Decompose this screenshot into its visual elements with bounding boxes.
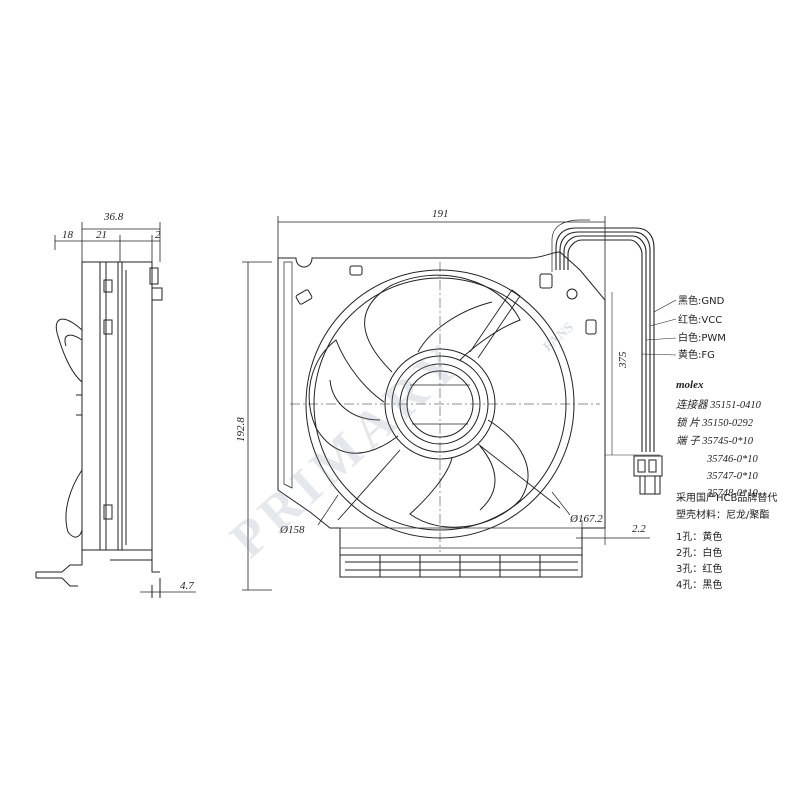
front-view [242, 216, 650, 591]
dim-front-height: 192.8 [235, 417, 247, 442]
connector-plug [633, 455, 663, 495]
pin-line: 2孔：白色 [676, 546, 722, 559]
connector-spec: molex 连接器 35151-0410 锁 片 35150-0292 端 子 … [676, 379, 762, 499]
wire-label-vcc: 红色:VCC [678, 313, 722, 326]
cable-harness [551, 219, 677, 456]
note-line: 采用国产HCB品牌替代 [676, 491, 777, 504]
side-frame [76, 261, 163, 551]
connector-spec-line: 35746-0*10 [706, 454, 758, 465]
connector-brand: molex [676, 379, 704, 391]
side-view [35, 222, 196, 598]
side-dimension-lines [54, 222, 161, 262]
dim-rotor-diameter: Ø158 [279, 524, 305, 536]
wire-label-gnd: 黑色:GND [678, 294, 725, 307]
fan-blades [308, 274, 529, 528]
material-notes: 采用国产HCB品牌替代 塑壳材料：尼龙/聚酯 [676, 491, 777, 521]
dim-right-gap: 2.2 [632, 523, 646, 535]
wire-legend: 黑色:GND 红色:VCC 白色:PWM 黄色:FG [678, 294, 726, 361]
dim-front-width: 191 [432, 208, 449, 220]
connector-spec-line: 35747-0*10 [706, 471, 758, 482]
watermark-text: PRIMARY [220, 332, 475, 569]
dim-side-seg-c: 2 [155, 229, 161, 241]
pin-line: 1孔：黄色 [676, 530, 722, 543]
dim-side-overall: 36.8 [103, 211, 124, 223]
dim-side-foot: 4.7 [180, 580, 194, 592]
connector-spec-line: 连接器 35151-0410 [676, 399, 762, 411]
dim-side-seg-b: 21 [96, 229, 107, 241]
center-lines [290, 262, 600, 552]
pin-line: 4孔：黑色 [676, 578, 722, 591]
fan-struts [337, 289, 561, 521]
connector-spec-line: 端 子 35745-0*10 [676, 435, 754, 447]
frame-base-slats [339, 527, 583, 578]
pin-line: 3孔：红色 [676, 562, 722, 575]
side-blade-profile [55, 318, 83, 538]
side-base [35, 549, 196, 598]
front-dimension-lines [242, 216, 606, 591]
note-line: 塑壳材料：尼龙/聚酯 [676, 508, 769, 521]
dim-ring-diameter: Ø167.2 [569, 513, 603, 525]
connector-spec-line: 35748-0*10 [706, 488, 758, 499]
dim-side-seg-a: 18 [62, 229, 74, 241]
dim-cable-length: 375 [617, 351, 629, 369]
connector-spec-line: 锁 片 35150-0292 [676, 417, 754, 429]
watermark-subtext: FANS [541, 320, 578, 355]
wire-label-pwm: 白色:PWM [678, 331, 726, 344]
pin-assignment: 1孔：黄色 2孔：白色 3孔：红色 4孔：黑色 [676, 530, 722, 591]
wire-label-fg: 黄色:FG [678, 348, 715, 361]
